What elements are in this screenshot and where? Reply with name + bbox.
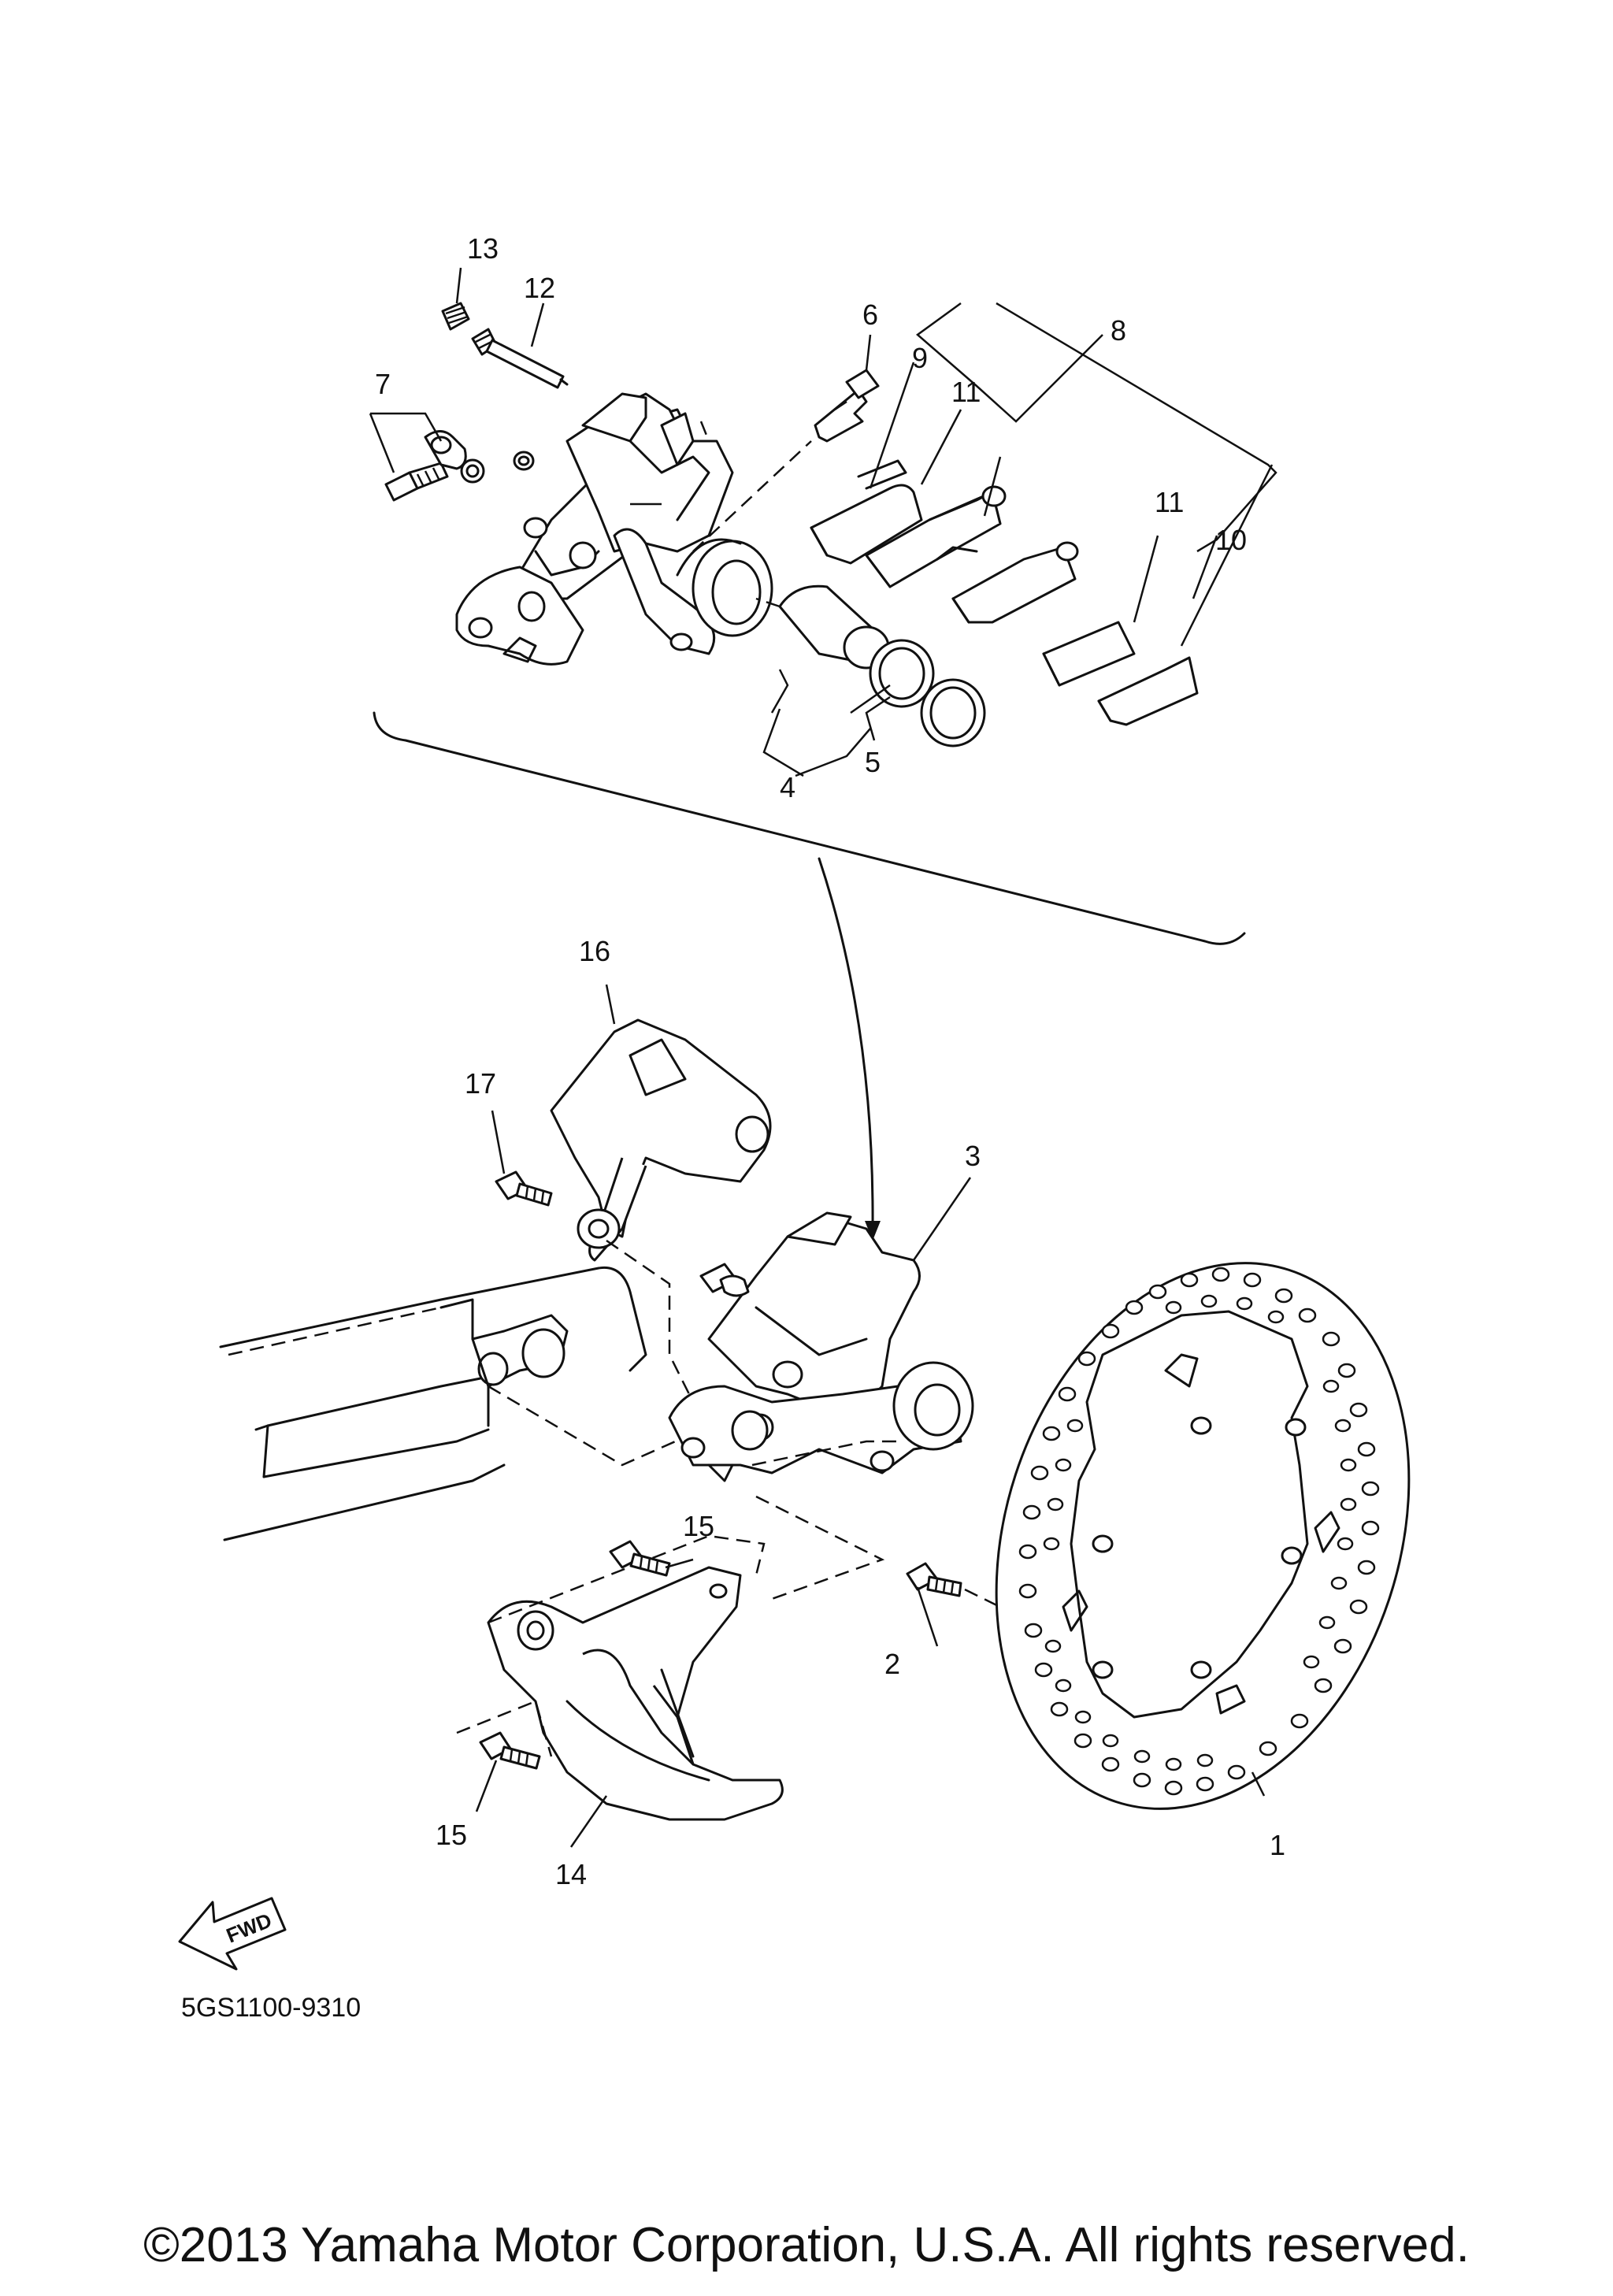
disc-guard bbox=[456, 1534, 784, 1821]
callout-5: 5 bbox=[865, 746, 881, 778]
piston bbox=[778, 584, 890, 670]
caliper-exploded-group bbox=[384, 302, 1199, 747]
caliper-guard bbox=[550, 1018, 772, 1403]
callout-8: 8 bbox=[1111, 314, 1126, 347]
callout-7: 7 bbox=[375, 368, 391, 400]
part-code: 5GS1100-9310 bbox=[181, 1993, 361, 2023]
copyright-footer: ©2013 Yamaha Motor Corporation, U.S.A. A… bbox=[143, 2218, 1470, 2272]
callout-14: 14 bbox=[555, 1858, 587, 1890]
piston-seals bbox=[869, 639, 986, 747]
callout-13: 13 bbox=[467, 232, 499, 265]
swingarm bbox=[219, 1266, 694, 1541]
callout-9: 9 bbox=[912, 342, 928, 374]
callout-6: 6 bbox=[862, 299, 878, 331]
callout-11-upper: 11 bbox=[951, 376, 981, 408]
guard-bolt bbox=[495, 1170, 553, 1207]
assembly-arrow bbox=[818, 857, 874, 1230]
assembly-bracket-line bbox=[373, 711, 1246, 945]
callout-17: 17 bbox=[465, 1067, 496, 1100]
callout-12: 12 bbox=[524, 272, 555, 304]
caliper-pin bbox=[471, 328, 569, 389]
callout-15-lower: 15 bbox=[436, 1819, 467, 1851]
callout-16: 16 bbox=[579, 935, 610, 967]
bleed-screw-assembly bbox=[384, 430, 535, 502]
callout-1: 1 bbox=[1270, 1829, 1285, 1861]
callout-2: 2 bbox=[884, 1648, 900, 1680]
assembly-arrowhead bbox=[865, 1221, 881, 1241]
pad-spring bbox=[814, 369, 880, 443]
callout-15-upper: 15 bbox=[683, 1510, 714, 1542]
callout-3: 3 bbox=[965, 1140, 981, 1172]
forward-direction-arrow-icon: FWD bbox=[178, 1897, 287, 1971]
callout-labels: 1 2 3 4 5 6 7 8 9 10 11 11 12 13 14 15 1… bbox=[375, 232, 1285, 1890]
callout-11-lower: 11 bbox=[1155, 486, 1184, 518]
brake-disc bbox=[995, 1262, 1411, 1810]
caliper-assembly bbox=[668, 1211, 974, 1601]
guard-bolts bbox=[479, 1540, 671, 1770]
leader-lines bbox=[369, 267, 1277, 1848]
callout-4: 4 bbox=[780, 771, 795, 803]
caliper-body-exploded bbox=[455, 392, 773, 666]
disc-holes bbox=[1018, 1267, 1380, 1796]
brake-pads bbox=[810, 459, 1199, 726]
callout-10: 10 bbox=[1215, 524, 1247, 556]
bleed-screw-cap bbox=[441, 302, 470, 331]
disc-bolt bbox=[906, 1562, 1033, 1624]
